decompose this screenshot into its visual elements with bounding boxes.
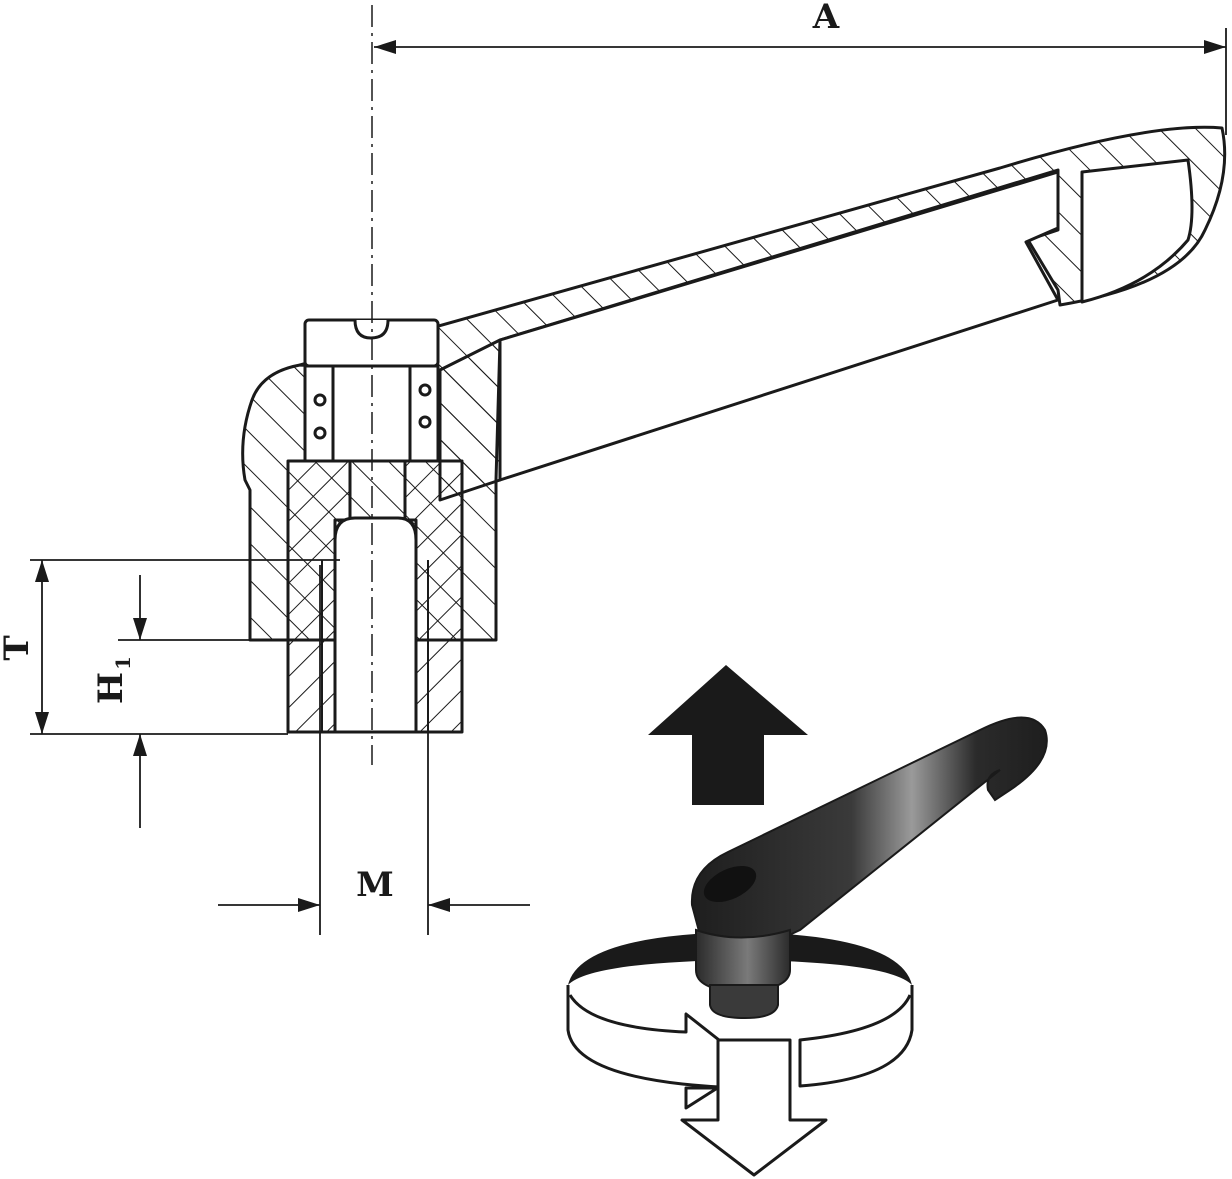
rotation-arrow-icon [566,985,914,1110]
spring-coil [313,393,327,407]
lift-up-arrow-icon [648,665,808,805]
label-H1: H [91,672,131,704]
arrow-A-right [1204,40,1226,54]
dimensions [30,28,1227,935]
spring-coil [418,415,432,429]
arrow-A-left [374,40,396,54]
label-H1-group: H 1 [91,656,135,704]
label-H1-subscript: 1 [111,656,135,670]
label-M: M [356,865,394,905]
label-A: A [812,0,840,37]
spring-coil [418,383,432,397]
spring-coil [313,426,327,440]
section-view [241,125,1227,734]
label-T: T [0,635,37,660]
lever-handle-icon [690,716,1048,1020]
push-down-arrow-icon [680,1038,828,1177]
lever-arm-underside [498,170,1060,482]
lever-end-grip [1080,158,1194,304]
lever-arm [298,125,1227,502]
bore [333,516,418,734]
